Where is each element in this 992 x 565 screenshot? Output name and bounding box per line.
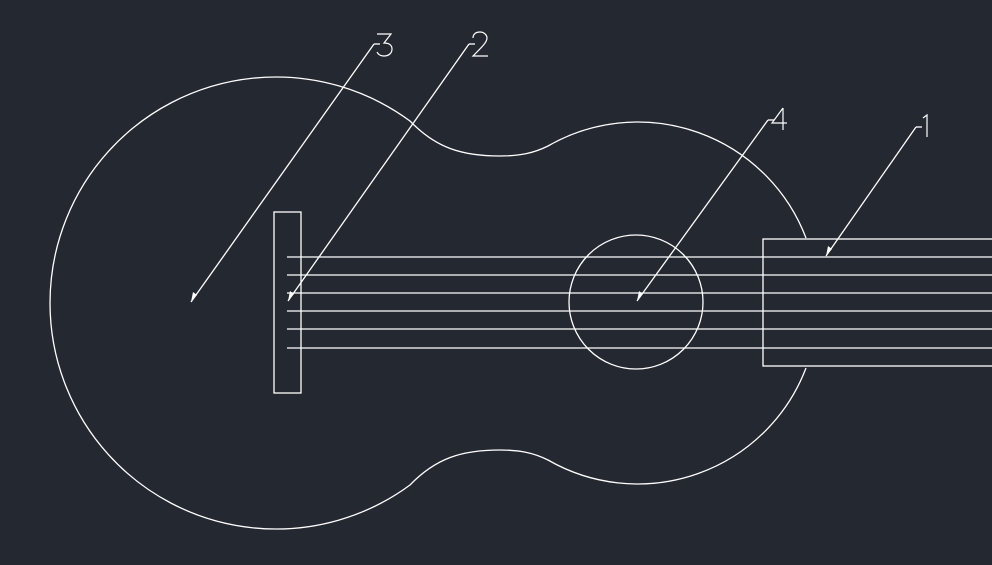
- strings: [287, 256, 992, 349]
- leader-1: [825, 126, 922, 257]
- guitar-body-outline: [49, 76, 807, 530]
- callout-2: 2: [471, 31, 488, 57]
- sound-hole: [568, 234, 704, 370]
- callout-3: 3: [376, 33, 393, 57]
- callout-1: 1: [922, 113, 928, 137]
- leader-3: [190, 43, 380, 303]
- bridge: [273, 211, 302, 394]
- leader-2: [287, 43, 475, 302]
- leader-4: [636, 119, 774, 302]
- callout-4: 4: [770, 107, 787, 130]
- neck: [762, 238, 992, 367]
